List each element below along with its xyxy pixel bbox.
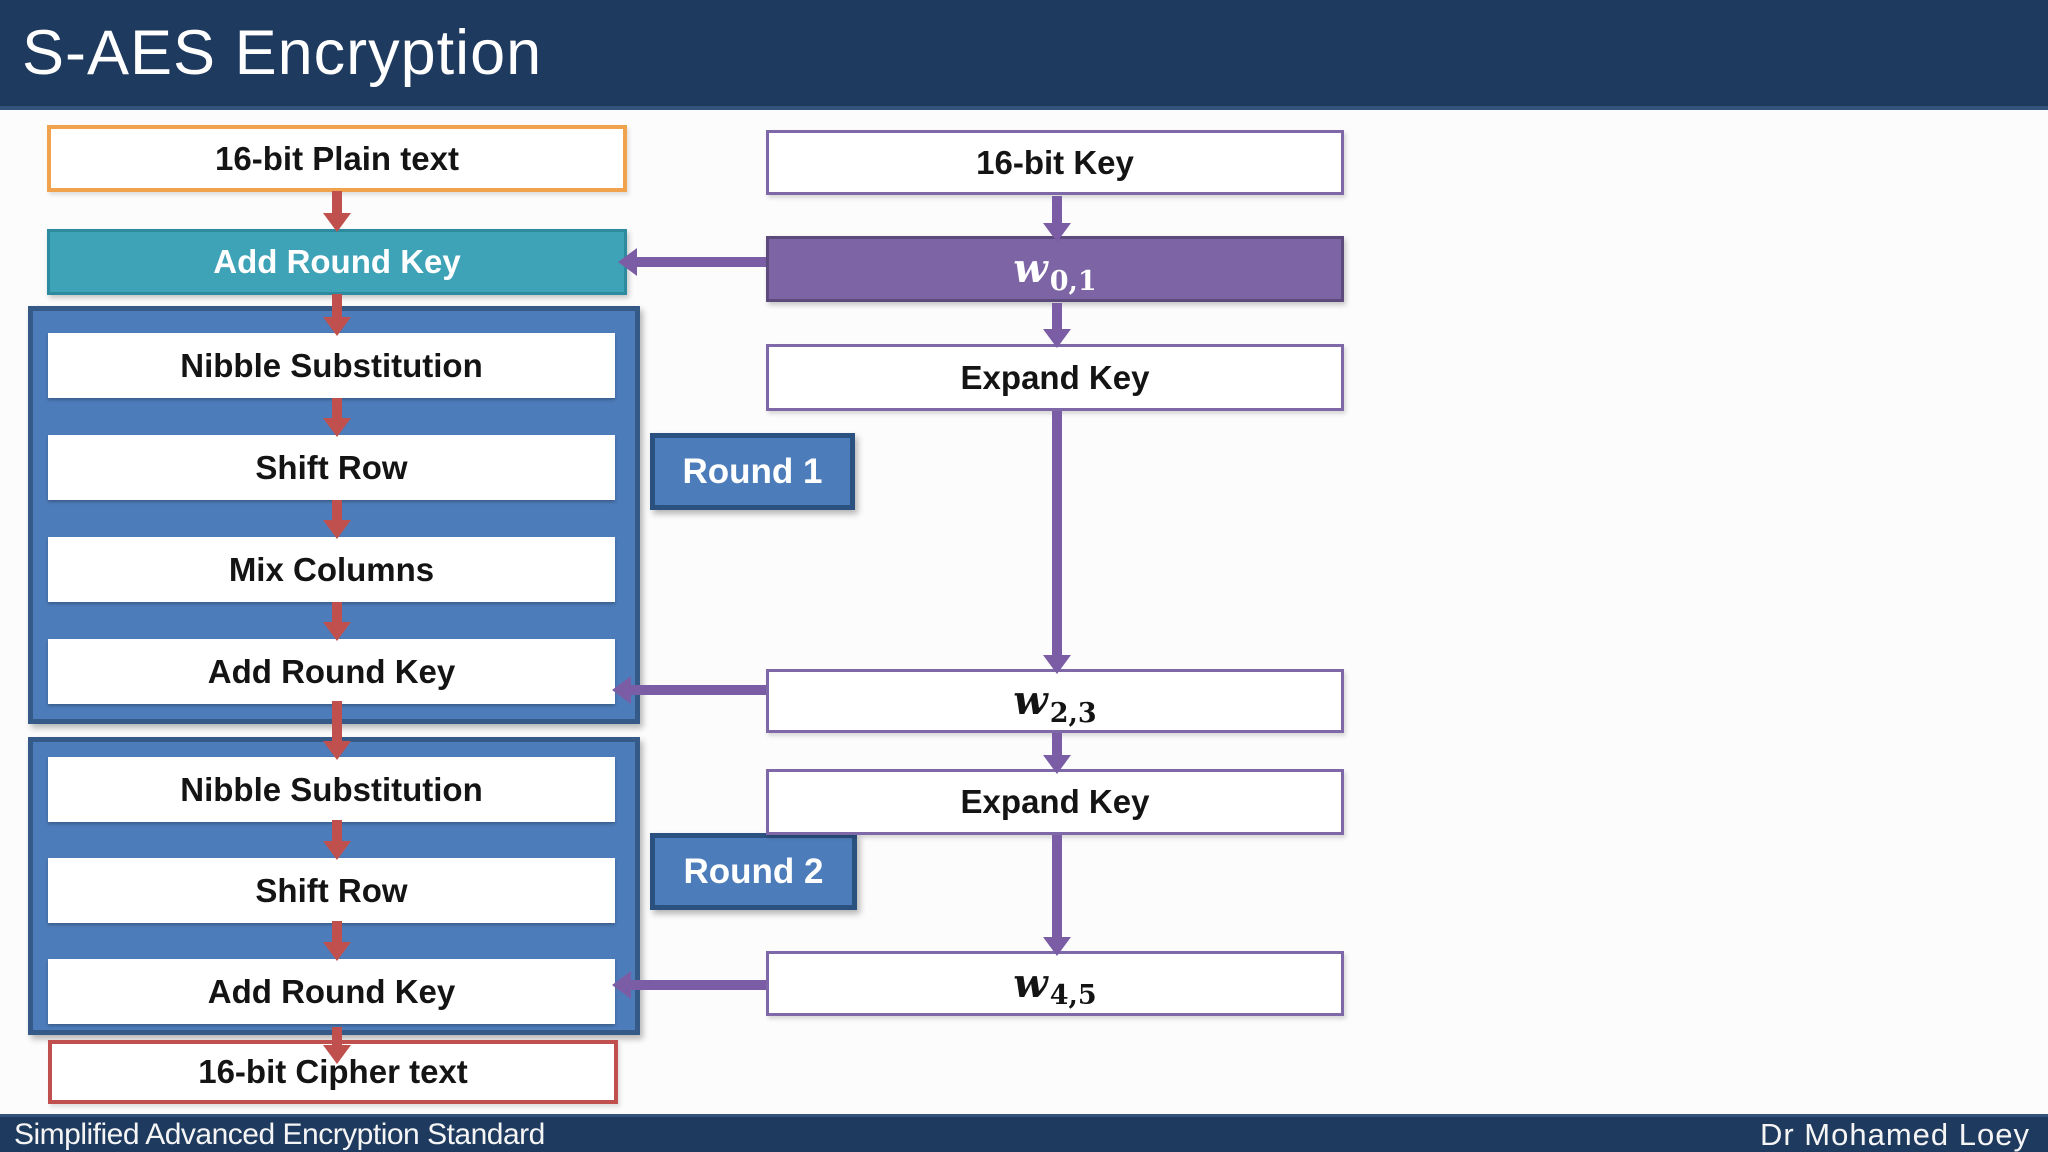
round2-container: Nibble Substitution Shift Row Add Round … xyxy=(28,737,640,1035)
arrow-w01-to-ark-head xyxy=(618,248,637,276)
arrow-w23-to-expand2-shaft xyxy=(1052,733,1062,756)
arrow-expand1-to-w23-shaft xyxy=(1052,411,1062,656)
round2-label: Round 2 xyxy=(650,833,857,910)
arrow-expand1-to-w23-head xyxy=(1043,655,1071,674)
key-box: 16-bit Key xyxy=(766,130,1344,195)
w23-base: w xyxy=(1013,677,1048,724)
arrow-ark-to-ns1-head xyxy=(323,317,351,336)
arrow-w01-to-expand1-head xyxy=(1043,329,1071,348)
arrow-ark2-to-cipher-head xyxy=(323,1045,351,1064)
round1-mix-columns-box: Mix Columns xyxy=(48,537,615,602)
arrow-sr1-to-mc1-head xyxy=(323,520,351,539)
round1-container: Nibble Substitution Shift Row Mix Column… xyxy=(28,306,640,724)
arrow-expand2-to-w45-shaft xyxy=(1052,835,1062,938)
expand-key-2-box: Expand Key xyxy=(766,769,1344,835)
footer-author: Dr Mohamed Loey xyxy=(1759,1116,2030,1152)
plaintext-box: 16-bit Plain text xyxy=(47,125,627,192)
arrow-ark1-to-ns2-shaft xyxy=(332,701,342,742)
arrow-w23-to-ark1-shaft xyxy=(629,685,766,695)
arrow-ark1-to-ns2-head xyxy=(323,741,351,760)
round1-shift-row-box: Shift Row xyxy=(48,435,615,500)
arrow-sr1-to-mc1-shaft xyxy=(332,500,342,521)
arrow-mc1-to-ark1-head xyxy=(323,622,351,641)
arrow-key-to-w01-shaft xyxy=(1052,196,1062,224)
arrow-ns2-to-sr2-shaft xyxy=(332,820,342,842)
title-bar: S-AES Encryption xyxy=(0,0,2048,110)
arrow-ns1-to-sr1-head xyxy=(323,418,351,437)
arrow-ark2-to-cipher-shaft xyxy=(332,1027,342,1046)
w01-base: w xyxy=(1013,245,1048,292)
round1-nibble-substitution-box: Nibble Substitution xyxy=(48,333,615,398)
round2-shift-row-box: Shift Row xyxy=(48,858,615,923)
arrow-ns1-to-sr1-shaft xyxy=(332,398,342,419)
arrow-key-to-w01-head xyxy=(1043,223,1071,242)
round1-label: Round 1 xyxy=(650,433,855,510)
w45-sub: 4,5 xyxy=(1049,980,1097,1011)
arrow-sr2-to-ark2-shaft xyxy=(332,921,342,943)
arrow-w45-to-ark2-head xyxy=(612,971,631,999)
round1-add-round-key-box: Add Round Key xyxy=(48,639,615,704)
arrow-plain-to-ark-head xyxy=(323,213,351,232)
initial-add-round-key-box: Add Round Key xyxy=(47,229,627,295)
arrow-sr2-to-ark2-head xyxy=(323,942,351,961)
footer-caption: Simplified Advanced Encryption Standard xyxy=(14,1117,545,1151)
arrow-w45-to-ark2-shaft xyxy=(629,980,766,990)
slide-title: S-AES Encryption xyxy=(22,18,543,88)
arrow-ark-to-ns1-shaft xyxy=(332,294,342,318)
footer-bar: Simplified Advanced Encryption Standard … xyxy=(0,1114,2048,1152)
arrow-plain-to-ark-shaft xyxy=(332,191,342,214)
round2-add-round-key-box: Add Round Key xyxy=(48,959,615,1024)
round2-nibble-substitution-box: Nibble Substitution xyxy=(48,757,615,822)
expand-key-1-box: Expand Key xyxy=(766,344,1344,411)
arrow-w01-to-expand1-shaft xyxy=(1052,303,1062,330)
arrow-ns2-to-sr2-head xyxy=(323,841,351,860)
arrow-w01-to-ark-shaft xyxy=(635,257,766,267)
w01-sub: 0,1 xyxy=(1049,265,1097,297)
w45-base: w xyxy=(1013,959,1048,1007)
arrow-mc1-to-ark1-shaft xyxy=(332,602,342,623)
arrow-w23-to-expand2-head xyxy=(1043,755,1071,774)
w23-sub: 2,3 xyxy=(1049,697,1097,729)
arrow-expand2-to-w45-head xyxy=(1043,937,1071,956)
arrow-w23-to-ark1-head xyxy=(612,676,631,704)
